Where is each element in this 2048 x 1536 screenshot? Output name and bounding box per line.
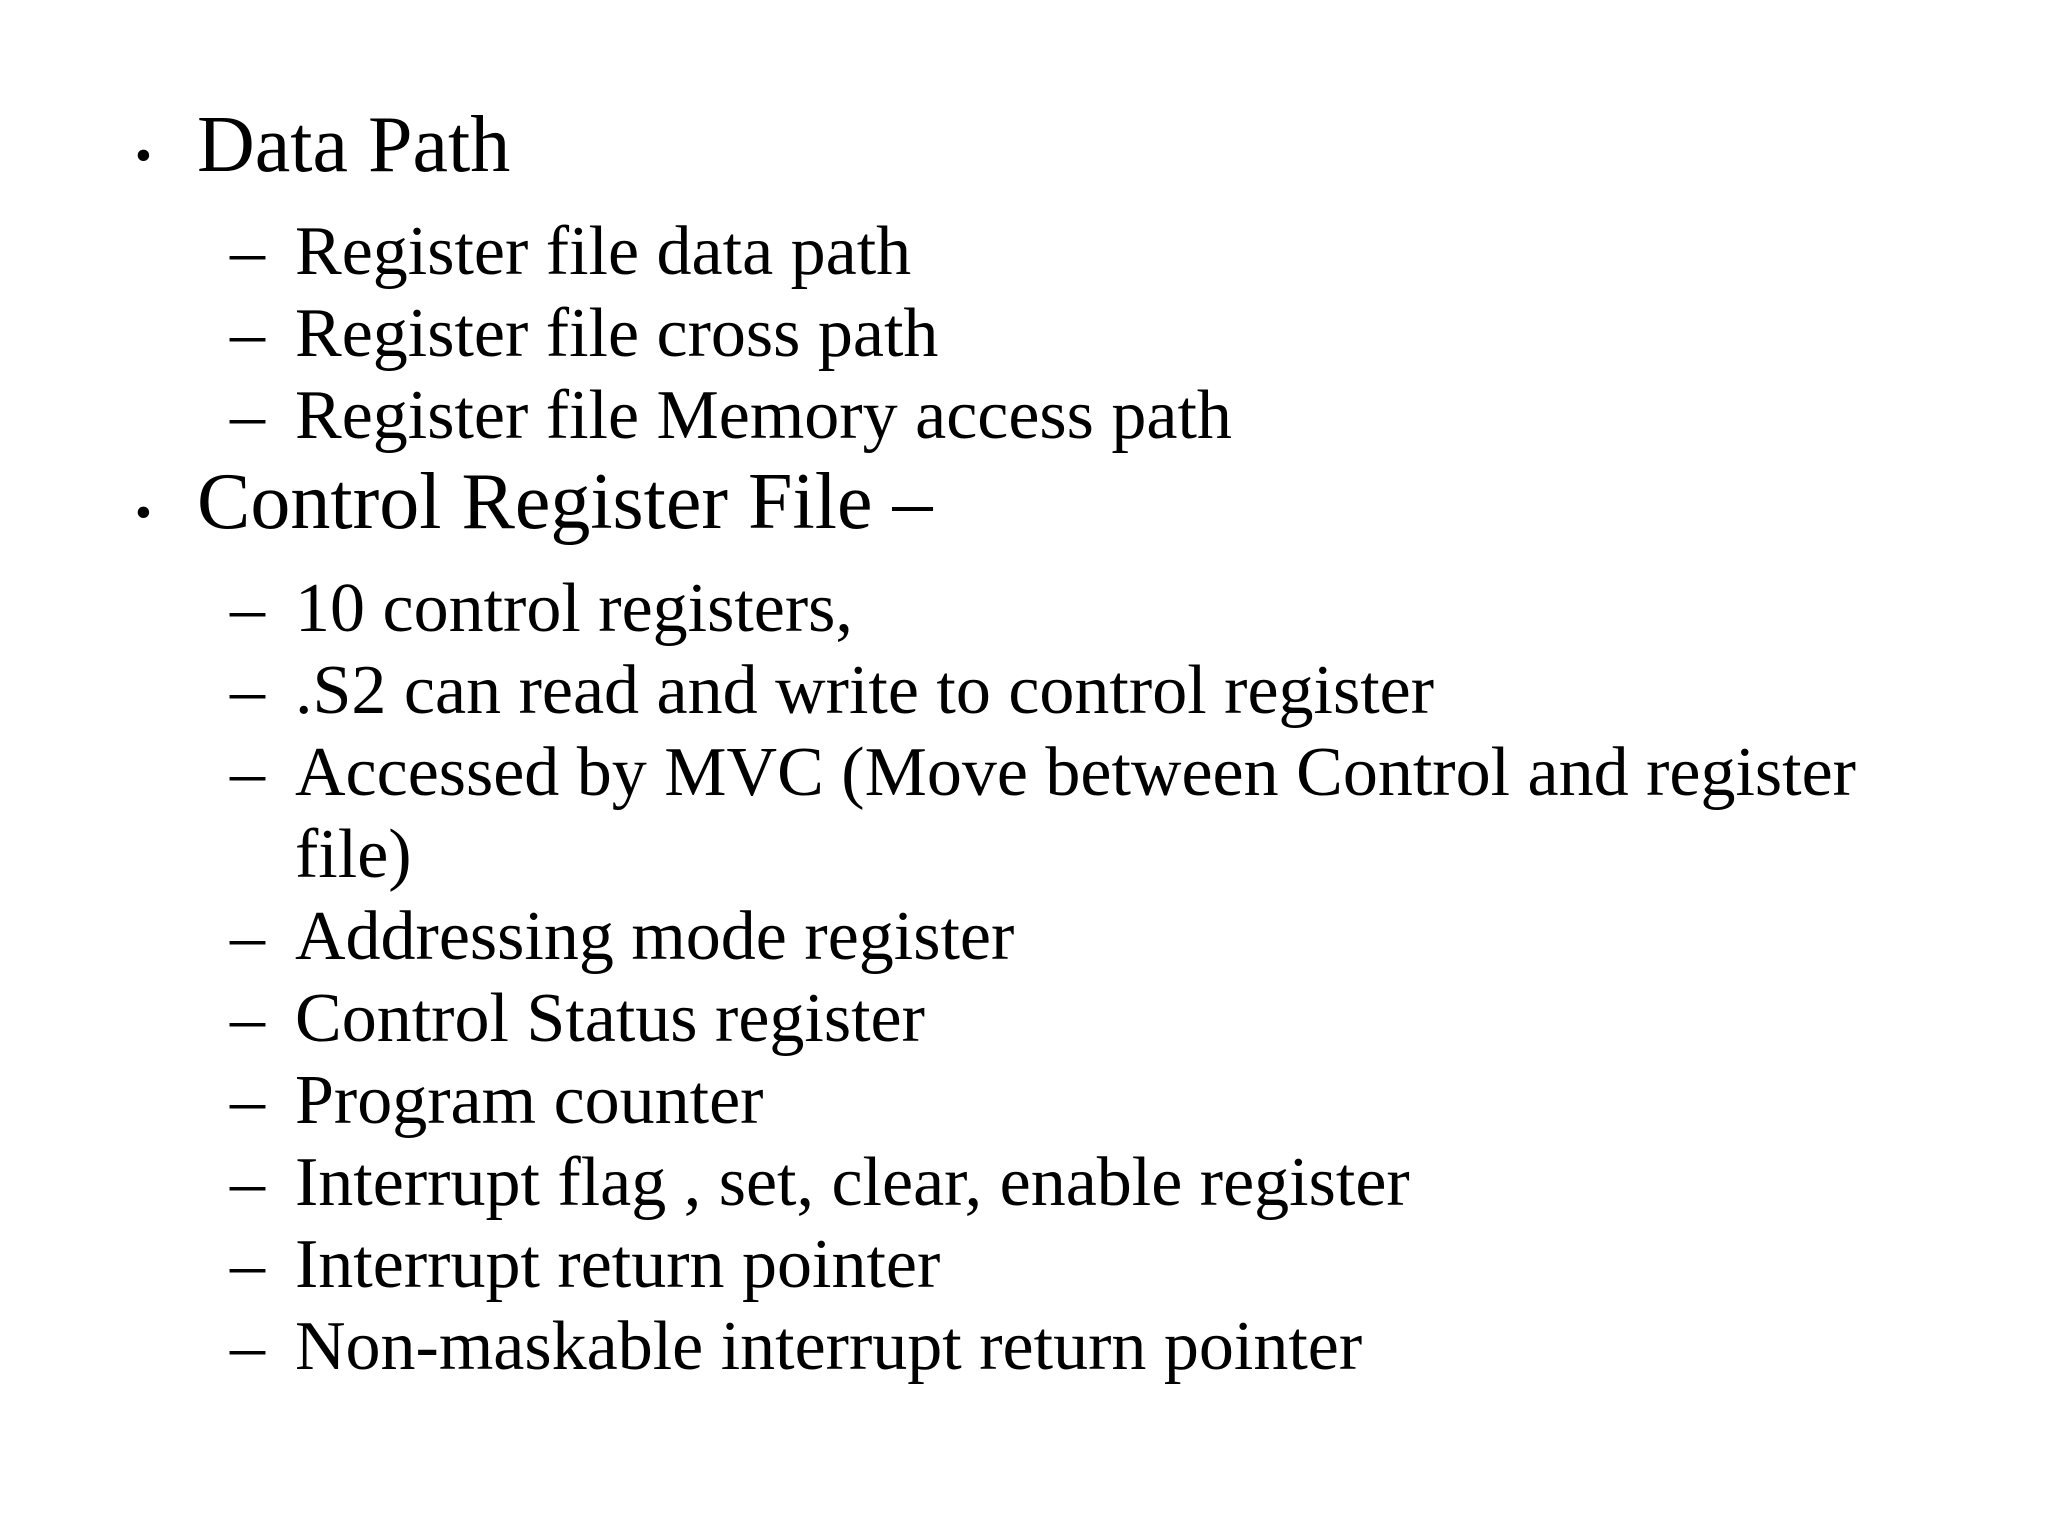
dash-icon: – — [230, 898, 265, 975]
bullet-icon: • — [135, 129, 152, 182]
list-item-level2: – Program counter — [230, 1060, 1865, 1142]
list-item-level2: – .S2 can read and write to control regi… — [230, 650, 1865, 732]
list-item-text: Control Register File – — [197, 458, 933, 546]
list-item-text: Register file Memory access path — [295, 377, 1232, 454]
list-item-level2: – Non-maskable interrupt return pointer — [230, 1306, 1865, 1388]
list-item-level2: – Interrupt flag , set, clear, enable re… — [230, 1142, 1865, 1224]
list-item-text: Program counter — [295, 1062, 764, 1139]
list-item-text: Control Status register — [295, 980, 925, 1057]
dash-icon: – — [230, 377, 265, 454]
list-item-level1: • Control Register File – — [135, 457, 1865, 558]
list-item-text: Accessed by MVC (Move between Control an… — [295, 734, 1856, 893]
dash-icon: – — [230, 980, 265, 1057]
list-item-text: Register file cross path — [295, 295, 939, 372]
dash-icon: – — [230, 295, 265, 372]
slide-body-text: • Data Path – Register file data path – … — [135, 100, 1865, 1388]
dash-icon: – — [230, 1062, 265, 1139]
list-item-level2: – Control Status register — [230, 978, 1865, 1060]
dash-icon: – — [230, 1226, 265, 1303]
dash-icon: – — [230, 652, 265, 729]
list-item-level2: – 10 control registers, — [230, 568, 1865, 650]
list-item-text: 10 control registers, — [295, 570, 853, 647]
list-item-text: Data Path — [197, 101, 511, 189]
bullet-icon: • — [135, 486, 152, 539]
list-item-text: Non-maskable interrupt return pointer — [295, 1308, 1363, 1385]
dash-icon: – — [230, 213, 265, 290]
dash-icon: – — [230, 570, 265, 647]
list-item-level2: – Register file data path — [230, 211, 1865, 293]
list-item-text: Addressing mode register — [295, 898, 1015, 975]
dash-icon: – — [230, 734, 265, 811]
dash-icon: – — [230, 1308, 265, 1385]
list-item-level2: – Register file cross path — [230, 293, 1865, 375]
list-item-level2: – Accessed by MVC (Move between Control … — [230, 732, 1865, 896]
list-item-level2: – Addressing mode register — [230, 896, 1865, 978]
dash-icon: – — [230, 1144, 265, 1221]
list-item-text: Register file data path — [295, 213, 912, 290]
list-item-text: Interrupt flag , set, clear, enable regi… — [295, 1144, 1410, 1221]
list-item-level2: – Interrupt return pointer — [230, 1224, 1865, 1306]
list-item-level2: – Register file Memory access path — [230, 375, 1865, 457]
list-item-text: Interrupt return pointer — [295, 1226, 941, 1303]
list-item-text: .S2 can read and write to control regist… — [295, 652, 1435, 729]
list-item-level1: • Data Path — [135, 100, 1865, 201]
